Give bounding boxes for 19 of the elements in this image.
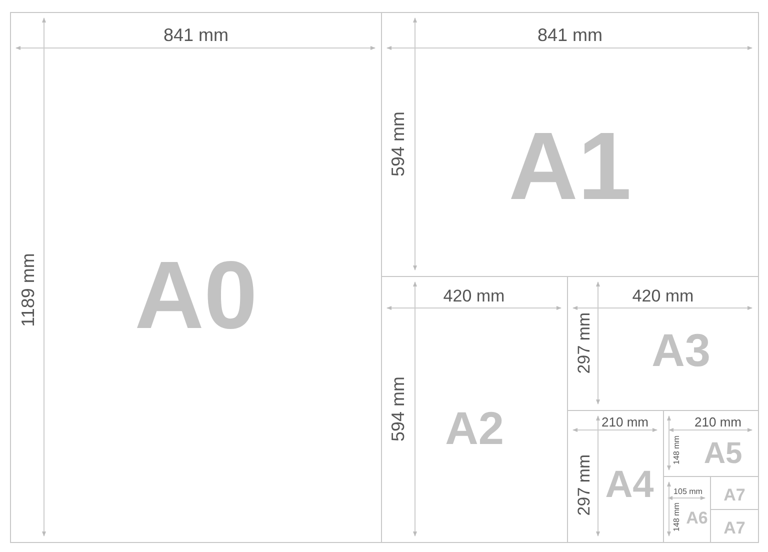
dimension-label: 210 mm: [600, 416, 650, 428]
size-label: A4: [605, 466, 654, 504]
dimension-label: 420 mm: [441, 288, 507, 304]
size-label: A5: [704, 438, 742, 468]
size-label: A6: [686, 509, 708, 526]
size-label: A3: [652, 326, 710, 372]
dimension-label: 105 mm: [672, 488, 704, 496]
size-label: A0: [134, 248, 258, 344]
paper-sheet: [381, 12, 759, 277]
dimension-label: 420 mm: [630, 288, 696, 304]
size-label: A7: [724, 486, 746, 504]
dimension-label: 148 mm: [673, 500, 681, 534]
dimension-label: 210 mm: [692, 416, 744, 428]
paper-sheet: [10, 12, 382, 543]
size-label: A7: [724, 520, 746, 536]
size-label: A2: [445, 404, 504, 450]
dimension-label: 148 mm: [673, 434, 681, 466]
size-label: A1: [508, 118, 632, 214]
paper-sheet: [710, 509, 759, 543]
